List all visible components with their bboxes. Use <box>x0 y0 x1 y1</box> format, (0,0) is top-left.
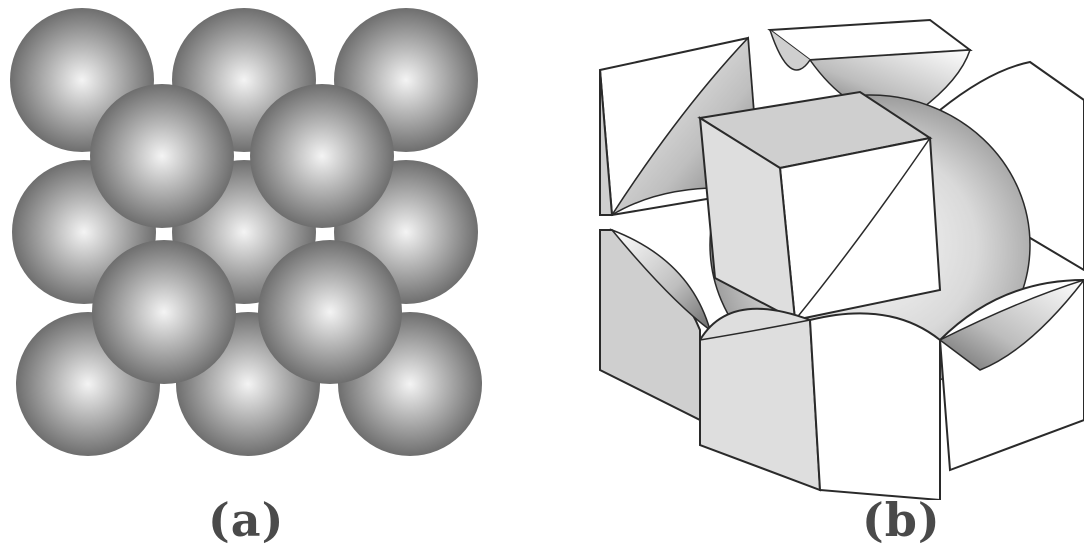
panel-a: (a) <box>0 0 520 549</box>
caption-b: (b) <box>862 497 941 543</box>
face-center-sphere <box>92 240 236 384</box>
spheres-group <box>10 8 482 456</box>
panel-b: (b) <box>560 0 1084 549</box>
face-center-sphere <box>258 240 402 384</box>
corner-octant-front-bottom <box>700 309 940 500</box>
caption-a: (a) <box>208 497 284 543</box>
unit-cell-illustration <box>560 0 1084 500</box>
face-center-sphere <box>90 84 234 228</box>
front-cube-block <box>700 92 940 320</box>
sphere-packing-illustration <box>0 0 520 480</box>
face-center-sphere <box>250 84 394 228</box>
face-half-left <box>600 230 710 420</box>
